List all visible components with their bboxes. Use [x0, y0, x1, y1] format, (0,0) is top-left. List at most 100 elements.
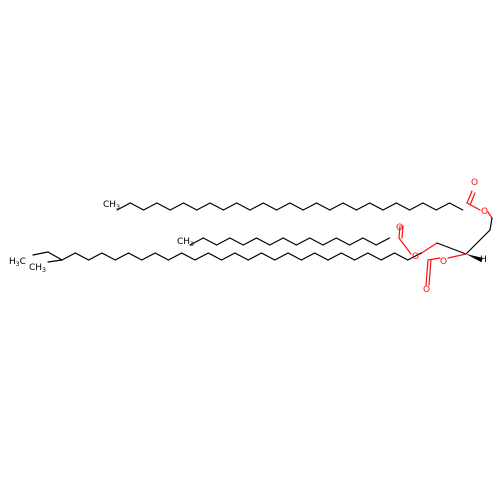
- bottom-chain-bond: [127, 252, 143, 261]
- middle-chain-bond: [242, 237, 258, 246]
- stereo-h-label: H: [480, 255, 487, 265]
- middle-carbonyl-double-bond: [401, 225, 404, 239]
- top-carbonyl-double-bond: [469, 192, 476, 206]
- oxygen-mid-carbonyl: O: [396, 223, 403, 233]
- top-chain-bond: [169, 202, 185, 211]
- middle-chain-bond: [349, 237, 364, 246]
- oxygen-top-carbonyl: O: [471, 178, 478, 188]
- top-chain-bond: [382, 202, 397, 211]
- top-chain-bond: [395, 202, 411, 211]
- middle-chain-bond: [269, 237, 284, 246]
- bottom-chain-bond: [141, 252, 156, 261]
- top-ester-o-bond: [487, 211, 493, 219]
- bottom-chain-bond: [167, 252, 183, 261]
- middle-chain-bond: [362, 237, 377, 246]
- top-chain-bond: [435, 202, 451, 211]
- top-chain-bond: [342, 202, 357, 211]
- bottom-ester-bond: [427, 257, 441, 261]
- bottom-chain-bond: [194, 252, 209, 261]
- middle-chain-bond: [189, 237, 204, 246]
- top-chain-bond: [182, 202, 198, 211]
- middle-chain-bond: [216, 237, 231, 246]
- top-chain-bond: [409, 202, 424, 211]
- ch3-top-label: CH3: [103, 200, 120, 211]
- top-chain-bond: [369, 202, 384, 211]
- bottom-carbonyl-double-bond: [428, 259, 432, 286]
- bottom-chain-bond: [407, 252, 422, 261]
- bottom-ester-o-bond: [447, 253, 467, 259]
- middle-chain-bond: [309, 237, 324, 246]
- glycerol-backbone-bond: [465, 229, 491, 255]
- bottom-chain-bond: [114, 252, 130, 261]
- top-chain-bond: [302, 202, 318, 211]
- middle-chain-bond: [295, 237, 311, 246]
- bottom-chain-bond: [380, 252, 396, 261]
- top-chain-bond: [249, 202, 264, 211]
- bottom-chain-bond: [314, 252, 329, 261]
- bottom-chain-bond: [101, 252, 116, 261]
- top-chain-bond: [315, 202, 331, 211]
- top-chain-bond: [209, 202, 224, 211]
- top-chain-bond: [116, 202, 131, 211]
- top-chain-bond: [355, 202, 371, 211]
- top-chain-bond: [222, 202, 238, 211]
- top-chain-bond: [448, 202, 464, 211]
- top-chain-bond: [329, 202, 344, 211]
- top-ester-bond: [466, 202, 481, 211]
- middle-chain-bond: [335, 237, 351, 246]
- bottom-chain-bond: [393, 252, 409, 261]
- middle-chain-bond: [282, 237, 297, 246]
- bottom-chain-bond: [74, 252, 90, 261]
- bottom-chain-bond: [274, 252, 289, 261]
- oxygen-bot-ester: O: [440, 257, 447, 267]
- h3c-bottom-label: H3C: [9, 257, 26, 268]
- bottom-chain-bond: [207, 252, 223, 261]
- bond-layer: [32, 190, 493, 286]
- bottom-chain-bond: [367, 252, 382, 261]
- bottom-chain-bond: [234, 252, 249, 261]
- top-chain-bond: [129, 202, 145, 211]
- middle-ester-bond: [398, 237, 412, 255]
- bottom-chain-bond: [221, 252, 236, 261]
- glycerol-ch2-bond: [489, 217, 493, 231]
- top-chain-bond: [262, 202, 278, 211]
- top-chain-bond: [156, 202, 171, 211]
- top-chain-bond: [276, 202, 291, 211]
- middle-chain-bond: [322, 237, 337, 246]
- top-chain-bond: [289, 202, 304, 211]
- middle-chain-bond: [375, 237, 391, 246]
- bottom-chain-bond: [87, 252, 103, 261]
- bottom-chain-bond: [287, 252, 302, 261]
- bottom-chain-bond: [260, 252, 276, 261]
- bottom-chain-bond: [354, 252, 369, 261]
- ch3-branch-label: CH3: [29, 263, 46, 274]
- bottom-chain-bond: [181, 252, 196, 261]
- top-chain-bond: [422, 202, 437, 211]
- oxygen-top-ester: O: [481, 207, 488, 217]
- top-chain-bond: [236, 202, 251, 211]
- bottom-ethyl-bond: [47, 251, 63, 261]
- middle-chain-bond: [229, 237, 244, 246]
- middle-carbonyl-double-bond: [398, 225, 401, 239]
- oxygen-mid-ester: O: [412, 252, 419, 262]
- glycerol-backbone-bond: [436, 242, 467, 255]
- bottom-chain-bond: [340, 252, 356, 261]
- bottom-branch-bond: [47, 259, 63, 263]
- middle-chain-bond: [255, 237, 271, 246]
- top-chain-bond: [196, 202, 211, 211]
- bottom-carbonyl-double-bond: [425, 259, 429, 286]
- bottom-ethyl-bond: [32, 251, 49, 256]
- oxygen-bot-carbonyl: O: [423, 285, 430, 295]
- bottom-chain-bond: [247, 252, 263, 261]
- middle-chain-bond: [202, 237, 218, 246]
- stereo-wedge-bond: [466, 254, 483, 262]
- bottom-chain-bond: [300, 252, 316, 261]
- top-chain-bond: [143, 202, 158, 211]
- top-carbonyl-double-bond: [466, 190, 473, 204]
- bottom-chain-bond: [327, 252, 342, 261]
- middle-ester-o-bond: [419, 242, 438, 255]
- bottom-chain-bond: [61, 252, 76, 261]
- ch3-mid-label: CH3: [177, 237, 194, 248]
- bottom-chain-bond: [154, 252, 169, 261]
